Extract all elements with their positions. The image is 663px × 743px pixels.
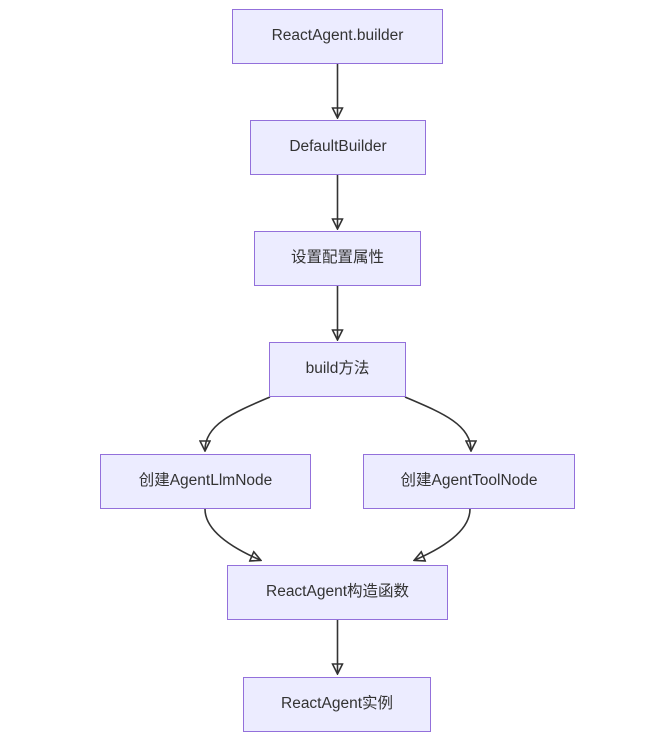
node-label: build方法 [305, 360, 370, 378]
node-label: ReactAgent.builder [271, 27, 404, 45]
node-label: 创建AgentToolNode [400, 472, 538, 490]
node-label: 设置配置属性 [290, 249, 384, 267]
node-label: DefaultBuilder [289, 138, 387, 156]
node-defaultbuilder: DefaultBuilder [250, 120, 426, 175]
node-build-method: build方法 [269, 342, 406, 397]
edge-build-method-to-agentllmnode [205, 396, 271, 450]
edge-build-method-to-agenttoolnode [404, 396, 471, 450]
node-label: 创建AgentLlmNode [138, 472, 273, 490]
node-create-agentllmnode: 创建AgentLlmNode [100, 454, 311, 509]
edge-agentllmnode-to-constructor [204, 508, 260, 560]
node-reactagent-instance: ReactAgent实例 [243, 677, 431, 732]
node-reactagent-builder: ReactAgent.builder [232, 9, 443, 64]
node-label: ReactAgent实例 [281, 695, 393, 713]
node-create-agenttoolnode: 创建AgentToolNode [363, 454, 575, 509]
node-label: ReactAgent构造函数 [266, 583, 409, 601]
edge-agenttoolnode-to-constructor [415, 508, 471, 560]
node-reactagent-constructor: ReactAgent构造函数 [227, 565, 448, 620]
node-set-config-properties: 设置配置属性 [254, 231, 421, 286]
